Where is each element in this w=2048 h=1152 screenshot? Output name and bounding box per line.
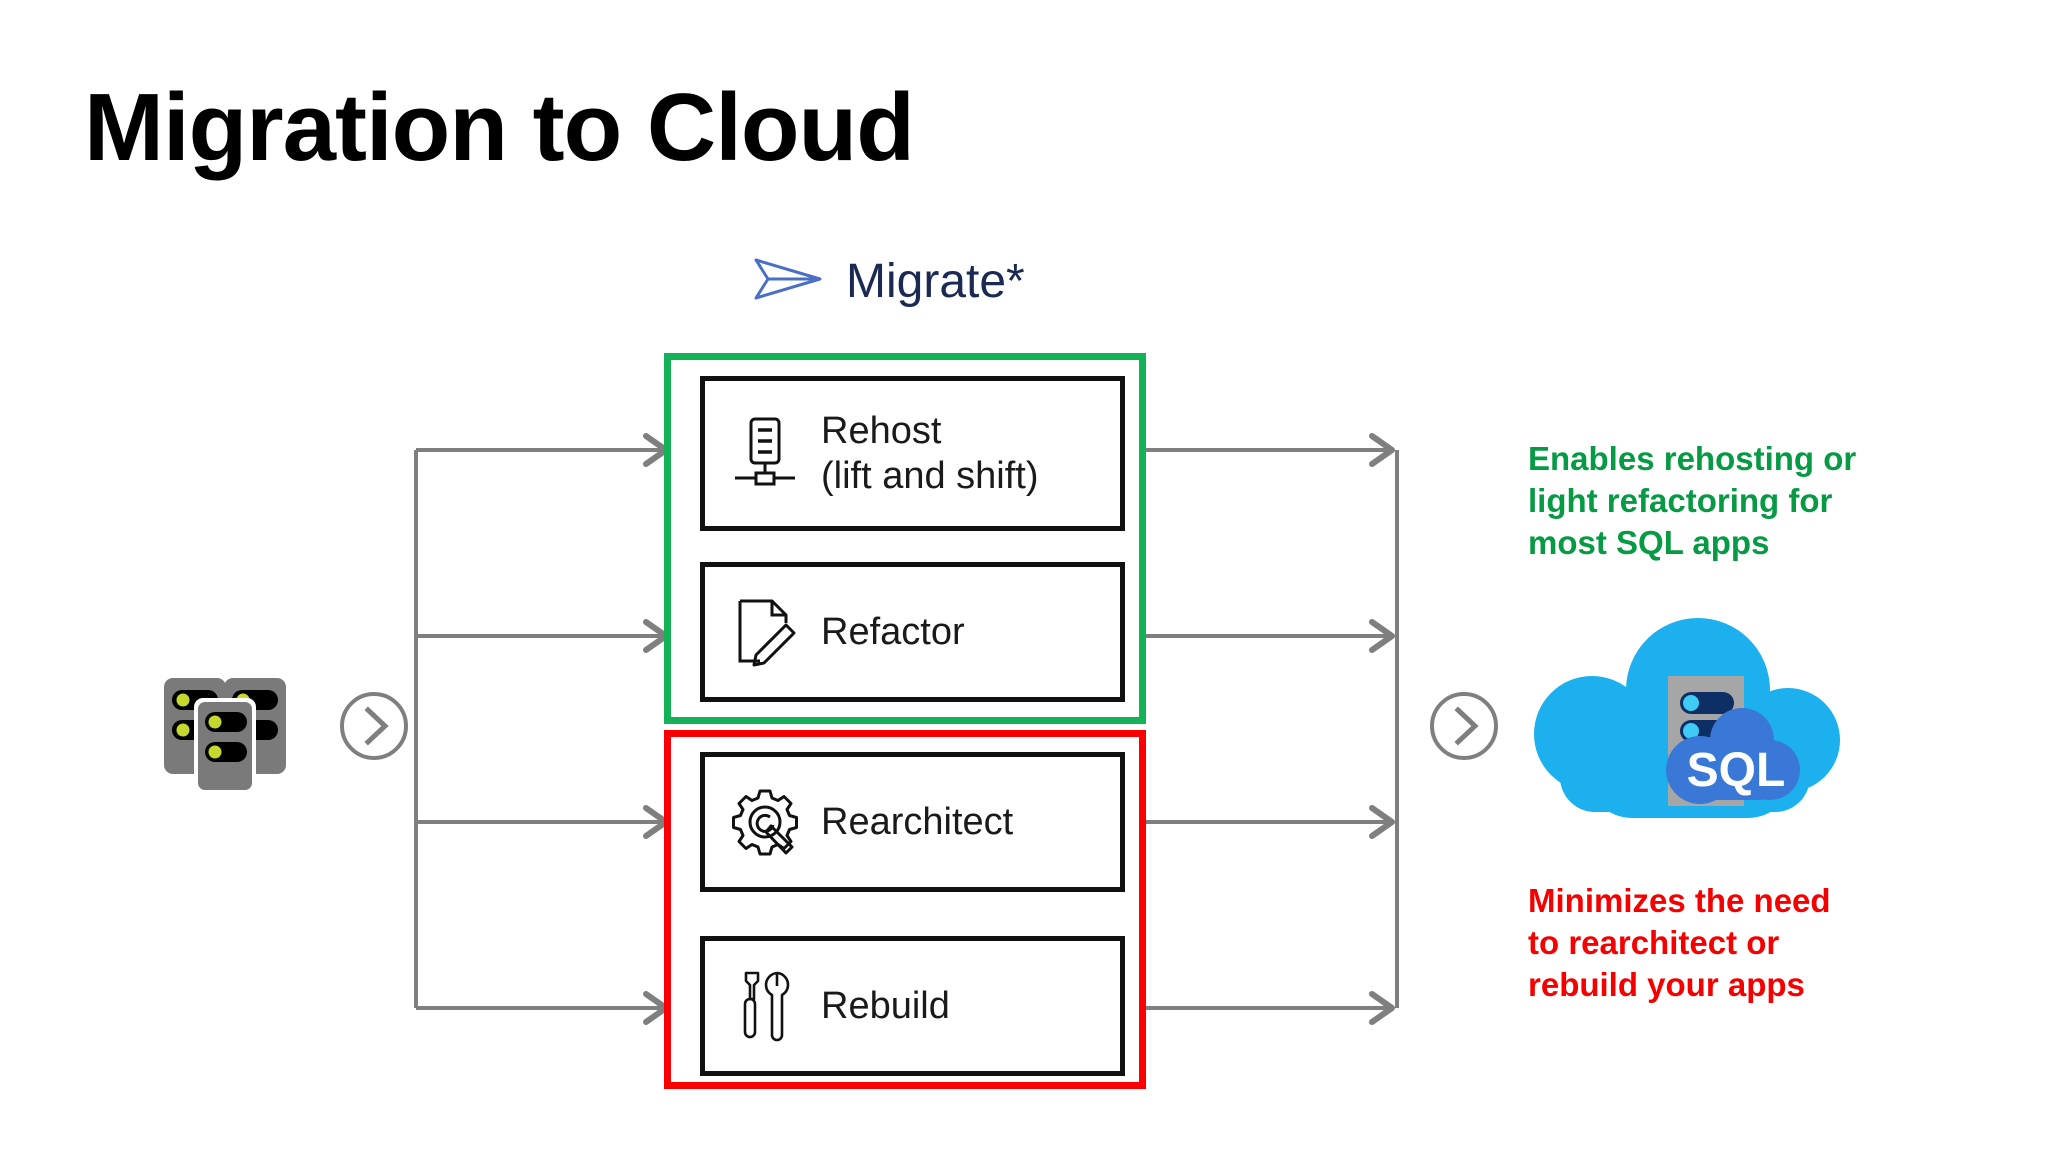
option-box-rebuild[interactable]: Rebuild xyxy=(700,936,1125,1076)
callout-red: Minimizes the need to rearchitect or reb… xyxy=(1528,882,1831,1004)
sql-cloud-icon: SQL xyxy=(1520,612,1856,833)
option-label-refactor: Refactor xyxy=(821,610,965,653)
chevron-right-circle-icon-right xyxy=(1428,690,1500,767)
migrate-label: Migrate* xyxy=(846,254,1025,308)
option-box-rearchitect[interactable]: Rearchitect xyxy=(700,752,1125,892)
callout-green: Enables rehosting or light refactoring f… xyxy=(1528,440,1857,562)
server-stack-icon xyxy=(162,668,322,803)
option-label-rehost: Rehost (lift and shift) xyxy=(821,409,1039,497)
paper-plane-icon xyxy=(752,252,824,311)
option-box-refactor[interactable]: Refactor xyxy=(700,562,1125,702)
server-unit-icon xyxy=(723,416,807,492)
document-pencil-icon xyxy=(723,597,807,667)
option-label-rearchitect: Rearchitect xyxy=(821,800,1014,843)
page-title: Migration to Cloud xyxy=(84,74,915,181)
migrate-header: Migrate* xyxy=(752,252,1025,311)
gear-wrench-icon xyxy=(723,787,807,857)
chevron-right-circle-icon-left xyxy=(338,690,410,767)
screwdriver-wrench-icon xyxy=(723,970,807,1042)
sql-badge-label: SQL xyxy=(1687,744,1786,797)
option-box-rehost[interactable]: Rehost (lift and shift) xyxy=(700,376,1125,531)
option-label-rebuild: Rebuild xyxy=(821,984,950,1027)
